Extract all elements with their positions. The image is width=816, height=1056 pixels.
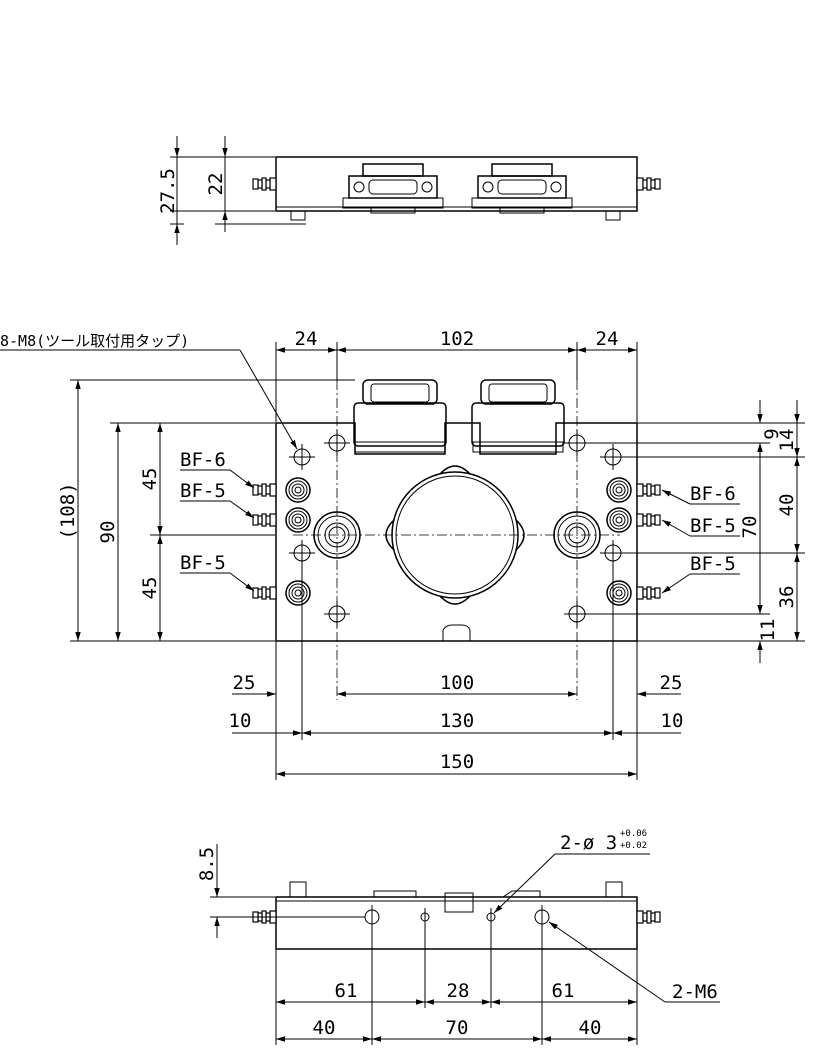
side-fitting-left (252, 177, 277, 191)
tap-hole-1 (288, 443, 316, 471)
dim-9: 9 (761, 428, 783, 439)
port-label-l3: BF-5 (180, 552, 226, 574)
tol-lower: +0.02 (620, 841, 647, 851)
dim-61-right: 61 (552, 980, 575, 1002)
port-oring-r2 (606, 507, 632, 533)
dim-40-right: 40 (776, 494, 798, 517)
dim-36: 36 (776, 586, 798, 609)
top-view: BF-6 BF-5 BF-5 BF-6 BF-5 BF-5 24 102 24 … (0, 328, 805, 780)
dim-28: 28 (447, 980, 470, 1002)
pin-note: 2-ø 3 (560, 832, 617, 854)
connector-right (471, 379, 565, 453)
dim-130: 130 (440, 710, 474, 732)
dim-14: 14 (776, 429, 798, 452)
front-body (275, 896, 638, 950)
port-oring-l1 (285, 477, 311, 503)
port-oring-l3 (285, 580, 311, 606)
dim-24-left: 24 (295, 328, 318, 350)
tap-hole-2 (288, 539, 316, 567)
port-oring-r3 (606, 580, 632, 606)
dim-90: 90 (97, 521, 119, 544)
dim-25-left: 25 (233, 672, 256, 694)
dim-11: 11 (757, 619, 779, 642)
dim-24-right: 24 (596, 328, 619, 350)
tap-hole-8 (599, 539, 627, 567)
side-fitting-right (636, 177, 661, 191)
tap-hole-6 (563, 600, 591, 628)
dim-40-right-front: 40 (579, 1017, 602, 1039)
dim-70: 70 (739, 516, 761, 539)
tap-hole-7 (599, 443, 627, 471)
port-label-r2: BF-5 (690, 515, 736, 537)
tap-hole-5 (563, 429, 591, 457)
tap-hole-4 (323, 600, 351, 628)
tol-upper: +0.06 (620, 829, 647, 839)
dim-108: (108) (57, 482, 79, 539)
dim-102: 102 (440, 328, 474, 350)
dim-45-top: 45 (139, 468, 161, 491)
tap-note: 8-M8(ツール取付用タップ) (0, 332, 189, 350)
side-connector-right (471, 163, 573, 214)
port-label-l2: BF-5 (180, 480, 226, 502)
dim-40-left: 40 (313, 1017, 336, 1039)
dim-150: 150 (440, 751, 474, 773)
port-label-l1: BF-6 (180, 449, 226, 471)
connector-left (353, 379, 447, 453)
dim-61-left: 61 (335, 980, 358, 1002)
dim-70-front: 70 (446, 1017, 469, 1039)
dim-10-left: 10 (229, 710, 252, 732)
tap-hole-3 (323, 429, 351, 457)
dim-25-right: 25 (660, 672, 683, 694)
dim-22: 22 (205, 173, 227, 196)
thread-note: 2-M6 (672, 981, 718, 1003)
dim-8-5: 8.5 (196, 847, 218, 881)
front-view: 8.5 2-ø 3 +0.06 +0.02 2-M6 61 28 61 40 7… (196, 829, 720, 1045)
port-label-r3: BF-5 (690, 553, 736, 575)
port-label-r1: BF-6 (690, 483, 736, 505)
side-view: 27.5 22 (157, 136, 661, 245)
dim-10-right: 10 (661, 710, 684, 732)
dim-27-5: 27.5 (157, 168, 179, 214)
dim-45-bottom: 45 (139, 577, 161, 600)
dim-100: 100 (440, 672, 474, 694)
side-connector-left (342, 163, 444, 214)
port-oring-l2 (285, 507, 311, 533)
side-body (275, 156, 638, 212)
port-oring-r1 (606, 477, 632, 503)
